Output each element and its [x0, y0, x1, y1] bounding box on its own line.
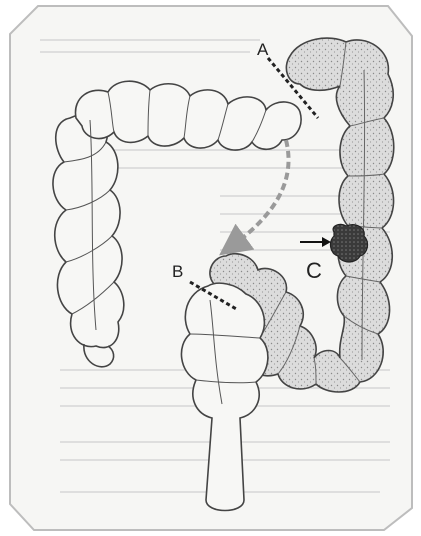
- label-a: A: [257, 40, 268, 60]
- label-c: C: [306, 258, 322, 284]
- label-b: B: [172, 262, 183, 282]
